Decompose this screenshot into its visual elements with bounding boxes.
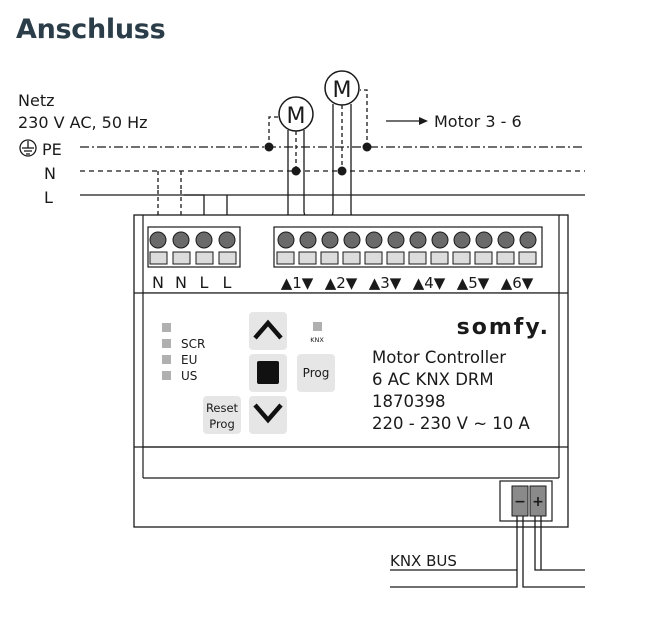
knx-logo: KNX	[310, 336, 324, 344]
n-label: N	[44, 164, 56, 183]
motor-1: M	[268, 96, 314, 231]
svg-text:M: M	[287, 104, 306, 129]
channel-label-2: ▲2▼	[325, 274, 358, 292]
terminal-label-l1: L	[200, 273, 209, 292]
brand-logo: somfy.	[457, 315, 550, 340]
terminal-block-left	[147, 226, 241, 268]
reset-prog-button[interactable]: Reset Prog	[203, 396, 241, 434]
led-label-us: US	[181, 369, 197, 383]
supply-label: Netz	[18, 91, 54, 110]
knx-minus: −	[514, 494, 526, 510]
up-button[interactable]	[249, 312, 287, 350]
motor-arrow-label: Motor 3 - 6	[434, 112, 522, 131]
knx-bus-wires	[390, 516, 585, 588]
led-label-scr: SCR	[181, 337, 205, 351]
knx-led	[313, 322, 322, 331]
product-line-2: 6 AC KNX DRM	[372, 370, 494, 389]
product-line-1: Motor Controller	[372, 348, 506, 367]
channel-label-1: ▲1▼	[281, 274, 314, 292]
l-label: L	[44, 188, 53, 207]
down-button[interactable]	[249, 396, 287, 434]
product-line-4: 220 - 230 V ~ 10 A	[372, 414, 531, 433]
terminal-block-right	[273, 226, 543, 268]
led-label-eu: EU	[181, 353, 197, 367]
ground-icon	[19, 139, 37, 157]
svg-text:Reset: Reset	[206, 401, 239, 415]
terminal-label-n1: N	[152, 273, 164, 292]
svg-text:Prog: Prog	[209, 417, 235, 431]
product-line-3: 1870398	[372, 392, 446, 411]
stop-button[interactable]	[249, 354, 287, 392]
terminal-label-n2: N	[175, 273, 187, 292]
svg-text:Prog: Prog	[303, 366, 330, 380]
supply-spec: 230 V AC, 50 Hz	[18, 113, 148, 132]
motor-2: M	[324, 70, 368, 231]
knx-bus-terminal	[499, 480, 553, 522]
svg-text:M: M	[333, 78, 352, 103]
page-title: Anschluss	[16, 14, 166, 45]
terminal-label-l2: L	[223, 273, 232, 292]
pe-label: PE	[42, 140, 62, 159]
knx-plus: +	[532, 494, 544, 510]
channel-label-5: ▲5▼	[457, 274, 490, 292]
status-leds	[162, 323, 171, 380]
prog-button[interactable]: Prog	[297, 354, 335, 392]
knx-bus-label: KNX BUS	[390, 552, 457, 570]
channel-label-6: ▲6▼	[501, 274, 534, 292]
channel-label-3: ▲3▼	[369, 274, 402, 292]
channel-label-4: ▲4▼	[413, 274, 446, 292]
